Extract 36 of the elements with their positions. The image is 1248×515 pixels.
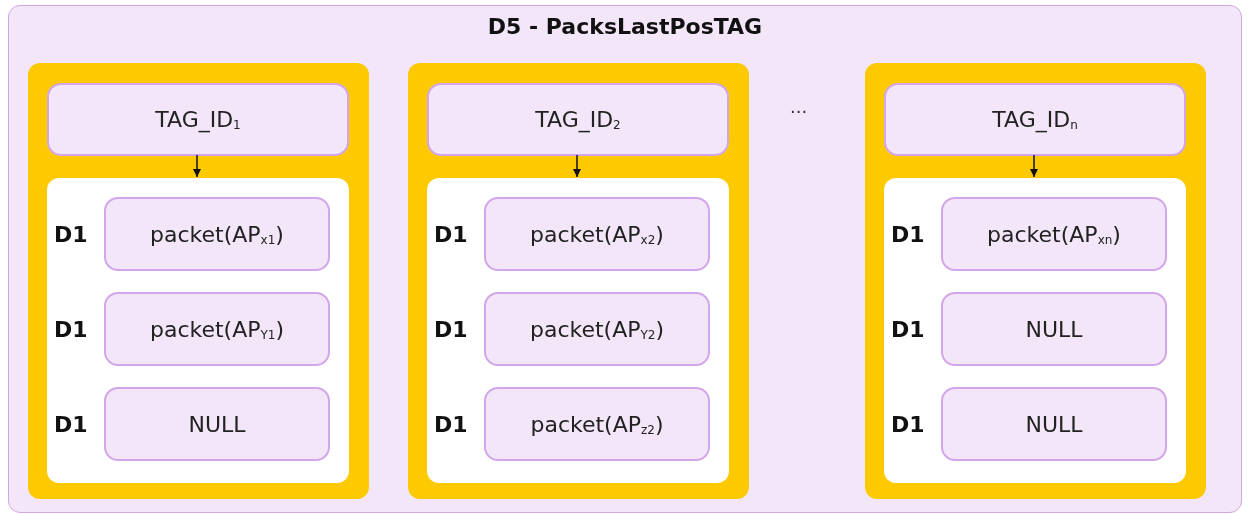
box-label: TAG_ID$_{2}$ <box>535 107 621 132</box>
ellipsis-label: ... <box>790 96 808 117</box>
data-type-label: D1 <box>54 221 88 247</box>
data-type-label: D1 <box>434 411 468 437</box>
packet-list-panel <box>884 178 1186 483</box>
packet-list-panel <box>427 178 729 483</box>
box-label: packet(AP$_{x1}$) <box>150 221 284 247</box>
arrow <box>193 154 201 178</box>
tag-id-box <box>884 83 1186 156</box>
tag-id-box <box>427 83 729 156</box>
box-label: TAG_ID$_{n}$ <box>992 107 1078 132</box>
tag-container <box>28 63 369 499</box>
box-label: NULL <box>188 411 246 437</box>
tag-container <box>865 63 1206 499</box>
box-label: NULL <box>1025 411 1083 437</box>
tag-id-box <box>47 83 349 156</box>
data-type-label: D1 <box>891 221 925 247</box>
tag-container <box>408 63 749 499</box>
data-type-label: D1 <box>54 316 88 342</box>
box-label: packet(AP$_{z2}$) <box>530 411 664 437</box>
packet-list-panel <box>47 178 349 483</box>
arrow <box>1030 154 1038 178</box>
panel-heading-label: D5 - PacksLastPosTAG <box>487 14 763 39</box>
data-type-label: D1 <box>434 316 468 342</box>
box-label: packet(AP$_{Y1}$) <box>149 316 285 342</box>
box-label: TAG_ID$_{1}$ <box>155 107 241 132</box>
data-type-label: D1 <box>434 221 468 247</box>
data-type-label: D1 <box>891 316 925 342</box>
arrow <box>573 154 581 178</box>
box-label: NULL <box>1025 316 1083 342</box>
box-label: packet(AP$_{xn}$) <box>987 221 1121 247</box>
data-type-label: D1 <box>54 411 88 437</box>
data-type-label: D1 <box>891 411 925 437</box>
diagram-panel <box>8 5 1242 513</box>
box-label: packet(AP$_{x2}$) <box>530 221 664 247</box>
box-label: packet(AP$_{Y2}$) <box>529 316 665 342</box>
